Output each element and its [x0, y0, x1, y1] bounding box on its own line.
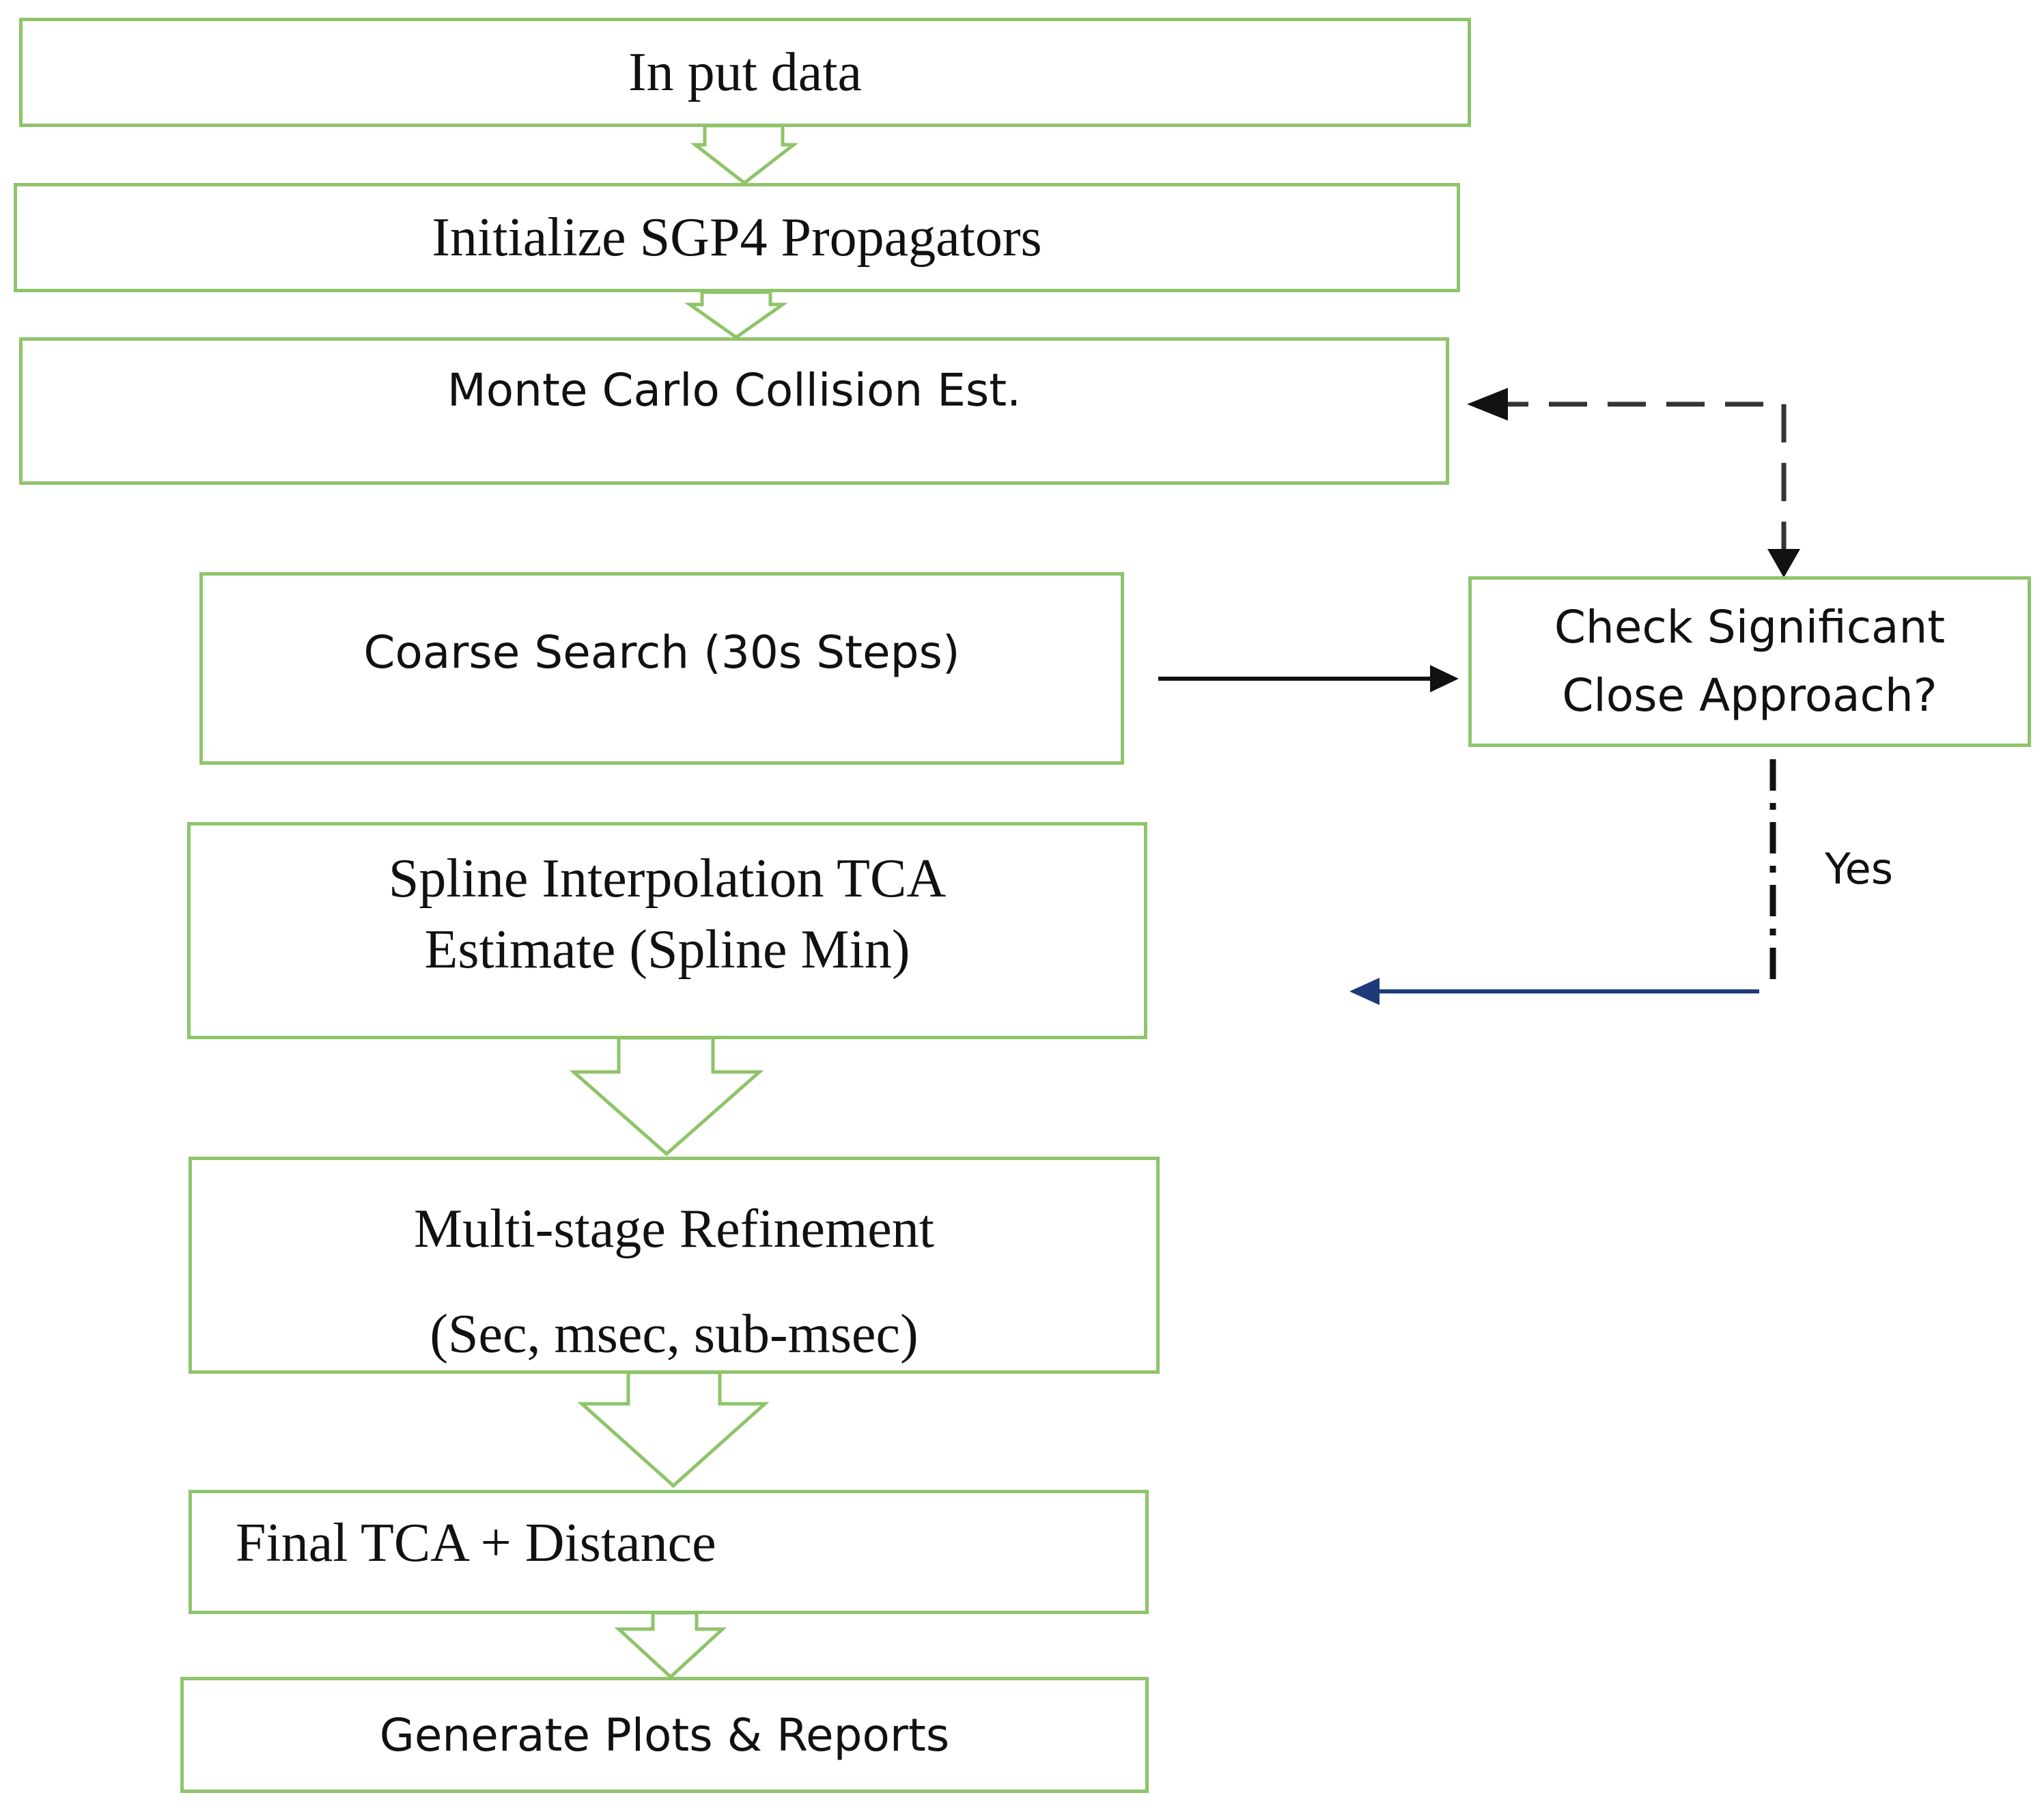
hollow-arrow-spline-to-multi: [569, 1036, 764, 1157]
monte-carlo-label: Monte Carlo Collision Est.: [447, 364, 1022, 416]
initialize-sgp4-label: Initialize SGP4 Propagators: [432, 207, 1042, 268]
dashed-loop-head-at-check: [1767, 549, 1800, 578]
yes-label: Yes: [1825, 844, 1894, 894]
final-tca-label: Final TCA + Distance: [236, 1512, 716, 1573]
arrow-coarse-to-check-head: [1430, 665, 1459, 692]
final-tca-box: Final TCA + Distance: [188, 1490, 1149, 1614]
hollow-arrow-final-to-generate: [614, 1611, 727, 1680]
hollow-arrow-input-to-init: [690, 124, 799, 186]
check-label-line1: Check Significant: [1554, 601, 1946, 653]
initialize-sgp4-box: Initialize SGP4 Propagators: [14, 183, 1460, 292]
input-data-box: In put data: [19, 18, 1471, 127]
multi-stage-label-line1: Multi-stage Refinement: [413, 1199, 935, 1259]
dashed-loop-head-at-monte: [1467, 388, 1508, 421]
generate-plots-box: Generate Plots & Reports: [180, 1677, 1149, 1793]
coarse-search-label: Coarse Search (30s Steps): [363, 626, 960, 679]
spline-label-line2: Estimate (Spline Min): [424, 920, 910, 980]
hollow-arrow-multi-to-final: [577, 1370, 770, 1488]
multi-stage-label-line2: (Sec, msec, sub-msec): [430, 1304, 919, 1364]
generate-plots-label: Generate Plots & Reports: [379, 1708, 950, 1762]
multi-stage-refinement-box: Multi-stage Refinement (Sec, msec, sub-m…: [188, 1157, 1160, 1374]
dashed-loop-check-to-monte: [1505, 401, 1787, 560]
monte-carlo-box: Monte Carlo Collision Est.: [19, 337, 1449, 485]
hollow-arrow-init-to-monte: [684, 290, 788, 340]
check-label-line2: Close Approach?: [1562, 669, 1937, 722]
blue-arrow-to-spline-head: [1349, 978, 1380, 1005]
spline-label-line1: Spline Interpolation TCA: [388, 849, 947, 909]
coarse-search-box: Coarse Search (30s Steps): [199, 572, 1124, 765]
input-data-label: In put data: [628, 42, 863, 102]
check-close-approach-box: Check Significant Close Approach?: [1468, 576, 2031, 747]
spline-interpolation-box: Spline Interpolation TCA Estimate (Splin…: [187, 822, 1147, 1039]
